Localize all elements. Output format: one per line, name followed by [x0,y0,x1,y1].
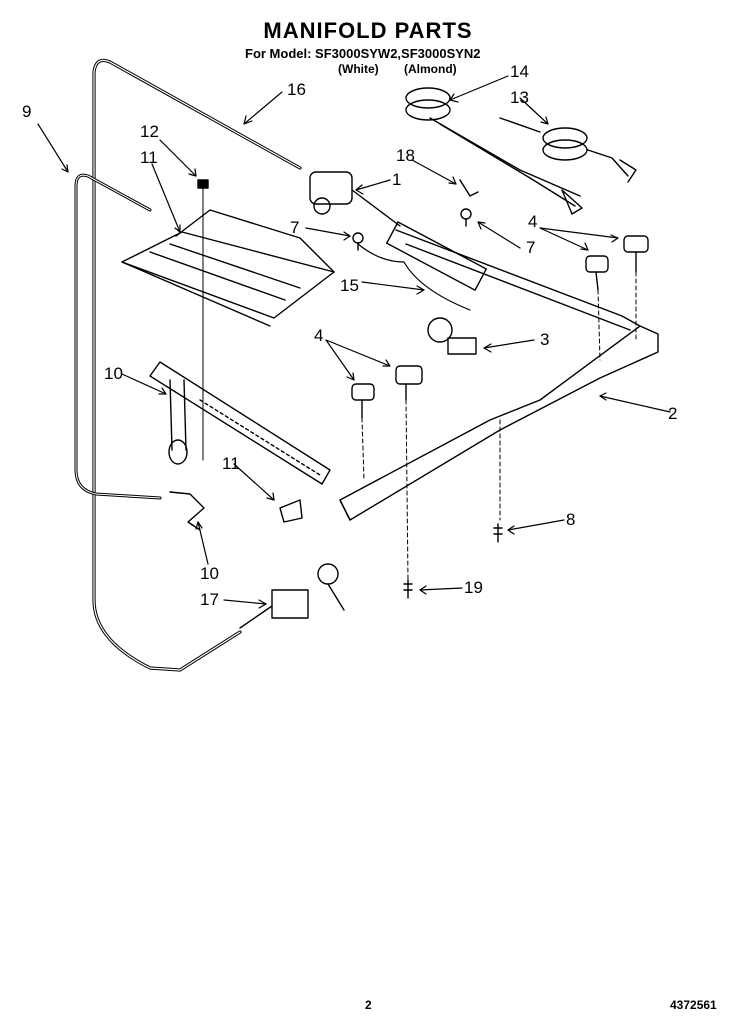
callout-9: 9 [22,102,32,121]
callout-4-left: 4 [314,326,324,345]
callout-17: 17 [200,590,219,609]
callout-11: 11 [222,454,240,473]
gas-tube [92,58,302,672]
callout-15: 12 [140,122,159,141]
callout-4-right: 4 [528,212,538,231]
fitting-10 [169,491,205,531]
orifice-4b [395,365,423,401]
orifice-4a [351,383,375,419]
callout-16: 16 [287,80,306,99]
callout-13: 15 [340,276,359,295]
callout-14: 11 [140,148,158,167]
screw-8 [493,523,503,543]
valve-1 [309,171,487,291]
burner-tube-12 [149,361,331,485]
wire-13 [357,243,471,311]
screw-19 [403,579,413,599]
leader-lines [37,75,671,609]
igniter-3 [427,317,477,355]
callout-3: 3 [540,330,550,349]
callout-5: 13 [510,88,529,107]
nut-15 [197,179,209,189]
callout-7-left: 7 [290,218,300,237]
model-line: For Model: SF3000SYW2,SF3000SYN2 [245,46,481,61]
callout-1: 1 [392,170,402,189]
manifold-bar-2 [339,229,659,521]
callout-7-right: 7 [526,238,536,257]
tube-9 [74,173,162,500]
callout-12: 10 [104,364,123,383]
clip-18 [459,179,479,197]
screw-7a [352,232,364,251]
callout-18: 18 [396,146,415,165]
bracket-11 [279,499,303,523]
callout-2: 2 [668,404,678,423]
burner-6 [405,87,583,215]
page-number: 2 [365,998,372,1012]
variant-white: (White) [338,62,379,76]
screw-7b [460,208,472,227]
orifice-4d [623,235,649,273]
callout-19: 19 [464,578,483,597]
burner-5 [499,117,637,183]
callout-10: 10 [200,564,219,583]
callout-6: 14 [510,62,529,81]
part-number: 4372561 [670,998,717,1012]
regulator-17 [239,563,345,629]
callout-8: 8 [566,510,576,529]
variant-almond: (Almond) [404,62,457,76]
page-title: MANIFOLD PARTS [263,18,473,43]
heat-shield-14 [121,209,335,327]
orifice-4c [585,255,609,291]
